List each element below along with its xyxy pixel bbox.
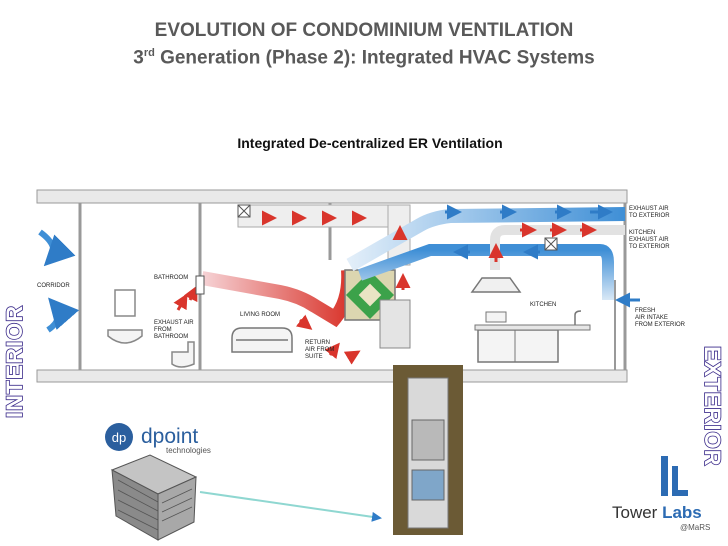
tower-labs-mars: @MaRS bbox=[680, 523, 711, 532]
diagram-caption: Integrated De-centralized ER Ventilation bbox=[237, 135, 503, 151]
bathroom-exhaust-arrow-2 bbox=[183, 285, 198, 303]
label-line: FROM bbox=[154, 327, 172, 333]
label-line: EXHAUST AIR bbox=[629, 237, 669, 243]
unit-photo-panel bbox=[411, 419, 445, 461]
unit-photo-coil bbox=[411, 469, 445, 501]
label-fresh-intake: FRESH AIR INTAKE FROM EXTERIOR bbox=[635, 308, 685, 329]
fan-coil bbox=[379, 299, 411, 349]
fresh-air-duct-lower bbox=[357, 244, 614, 300]
tower-labs-mark-i bbox=[661, 456, 668, 496]
kitchen-faucet bbox=[574, 310, 582, 325]
label-exhaust-bathroom: EXHAUST AIR FROM BATHROOM bbox=[154, 320, 194, 341]
dpoint-logo-name: dpoint bbox=[141, 425, 199, 448]
bathroom-mirror bbox=[114, 289, 136, 317]
label-exhaust-exterior: EXHAUST AIR TO EXTERIOR bbox=[629, 206, 670, 220]
label-kitchen-exhaust: KITCHEN EXHAUST AIR TO EXTERIOR bbox=[629, 230, 670, 251]
label-kitchen: KITCHEN bbox=[530, 302, 557, 308]
label-line: TO EXTERIOR bbox=[629, 244, 670, 250]
erv-core-right bbox=[157, 476, 197, 541]
kitchen-exhaust-duct bbox=[490, 225, 625, 270]
pots bbox=[485, 311, 507, 323]
label-line: RETURN bbox=[305, 340, 330, 346]
label-line: SUITE bbox=[305, 354, 323, 360]
generation-suffix: rd bbox=[143, 47, 155, 59]
tower-labs-mark-l bbox=[672, 466, 678, 496]
generation-title: Generation (Phase 2): Integrated HVAC Sy… bbox=[154, 47, 595, 69]
tower-labs-logo: Tower Labs bbox=[612, 503, 702, 523]
kitchen-cabinets bbox=[477, 329, 559, 363]
tower-labs-mark-l-foot bbox=[672, 490, 688, 496]
return-arrow-2 bbox=[343, 350, 361, 365]
bathroom-sink bbox=[107, 329, 143, 344]
label-line: AIR FROM bbox=[305, 347, 335, 353]
label-line: BATHROOM bbox=[154, 334, 189, 340]
sofa bbox=[231, 327, 293, 353]
label-line: FROM EXTERIOR bbox=[635, 322, 686, 328]
floor-slab bbox=[36, 369, 628, 383]
dpoint-logo-mark bbox=[105, 423, 133, 451]
label-living-room: LIVING ROOM bbox=[240, 312, 281, 318]
label-line: FRESH bbox=[635, 308, 656, 314]
label-line: EXHAUST AIR bbox=[629, 206, 669, 212]
diffuser-1-x bbox=[237, 204, 251, 218]
return-arrow-1 bbox=[324, 342, 340, 360]
label-corridor: CORRIDOR bbox=[37, 283, 70, 289]
label-line: EXHAUST AIR bbox=[154, 320, 194, 326]
ceiling-slab bbox=[36, 189, 628, 204]
dpoint-logo-letters: dp bbox=[112, 430, 126, 445]
page-title: EVOLUTION OF CONDOMINIUM VENTILATION bbox=[154, 20, 574, 41]
bathroom-exhaust-grille bbox=[195, 275, 205, 295]
return-arrow-3 bbox=[295, 314, 313, 330]
label-return-air: RETURN AIR FROM SUITE bbox=[305, 340, 334, 361]
corridor-arrow-bottom bbox=[46, 297, 80, 333]
diffuser-2-x bbox=[544, 237, 558, 251]
label-line: TO EXTERIOR bbox=[629, 213, 670, 219]
toilet bbox=[171, 341, 195, 368]
pointer-line bbox=[199, 491, 382, 522]
generation-number: 3 bbox=[133, 47, 144, 69]
range-hood bbox=[470, 277, 522, 293]
countertop bbox=[474, 324, 591, 331]
label-line: AIR INTAKE bbox=[635, 315, 668, 321]
dpoint-logo-tagline: technologies bbox=[166, 446, 211, 455]
erv-core-center bbox=[358, 283, 382, 307]
label-line: KITCHEN bbox=[629, 230, 656, 236]
erv-core-fins bbox=[117, 479, 193, 531]
corridor-arrow-top bbox=[38, 229, 76, 267]
label-bathroom: BATHROOM bbox=[154, 275, 189, 281]
tower-word: Tower bbox=[612, 503, 663, 522]
page-subtitle: 3rd Generation (Phase 2): Integrated HVA… bbox=[0, 47, 728, 69]
labs-word: Labs bbox=[662, 503, 702, 522]
